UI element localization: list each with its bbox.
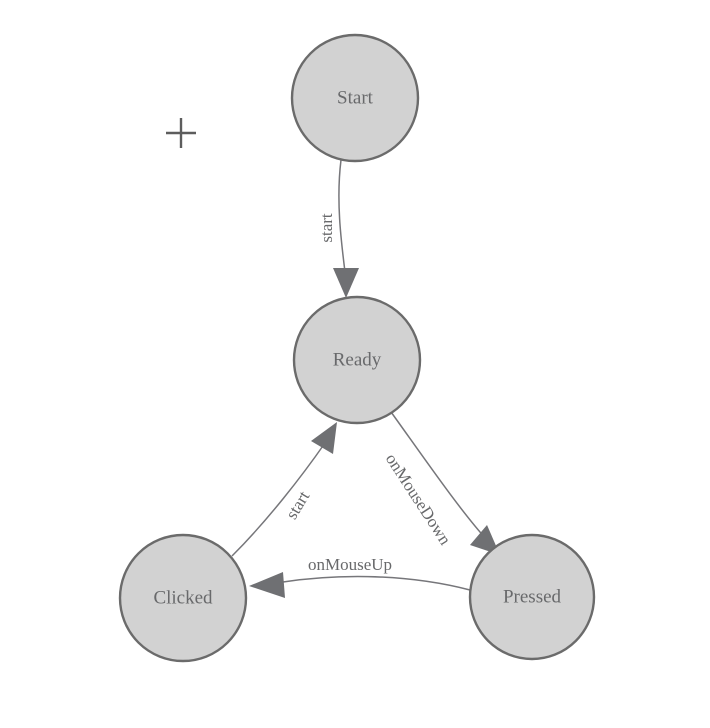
node-circle bbox=[292, 295, 422, 425]
node-label: Ready bbox=[333, 349, 382, 370]
arrowhead-icon bbox=[470, 525, 500, 555]
node-circle bbox=[290, 33, 420, 163]
arrowhead-icon bbox=[333, 268, 359, 298]
edge-path bbox=[338, 159, 346, 273]
node-circle bbox=[468, 533, 596, 661]
edge-start-to-ready[interactable] bbox=[333, 159, 359, 298]
edge-path bbox=[385, 404, 488, 541]
arrowhead-icon bbox=[311, 422, 337, 454]
node-label: Start bbox=[337, 87, 374, 108]
edge-ready-to-pressed[interactable] bbox=[385, 404, 500, 555]
arrowhead-icon bbox=[249, 572, 285, 598]
node-circle bbox=[118, 533, 248, 663]
node-start[interactable]: Start bbox=[290, 33, 420, 163]
crosshair-icon bbox=[166, 118, 196, 148]
edge-path bbox=[231, 442, 326, 557]
edge-label-pressed-to-clicked: onMouseUp bbox=[308, 555, 392, 574]
edge-pressed-to-clicked[interactable] bbox=[249, 572, 471, 598]
edge-clicked-to-ready[interactable] bbox=[231, 422, 337, 557]
edge-path bbox=[282, 575, 471, 591]
node-label: Clicked bbox=[153, 587, 213, 608]
edge-label-ready-to-pressed: onMouseDown bbox=[382, 450, 455, 549]
node-clicked[interactable]: Clicked bbox=[118, 533, 248, 663]
node-ready[interactable]: Ready bbox=[292, 295, 422, 425]
edge-label-clicked-to-ready: start bbox=[282, 488, 314, 523]
edge-label-start-to-ready: start bbox=[317, 213, 336, 243]
node-pressed[interactable]: Pressed bbox=[468, 533, 596, 661]
node-label: Pressed bbox=[503, 586, 562, 607]
